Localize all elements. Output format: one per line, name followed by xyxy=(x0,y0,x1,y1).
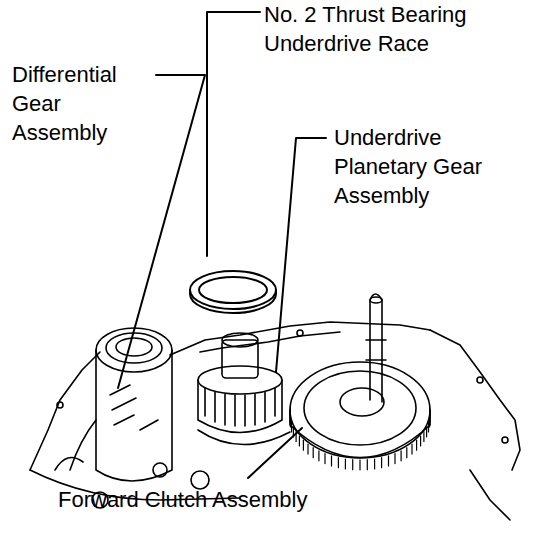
part-label: Differential Gear Assembly xyxy=(12,60,147,147)
gear-tooth xyxy=(331,456,332,466)
part-label-text: Forward Clutch Assembly xyxy=(58,487,307,512)
gear-tooth xyxy=(406,448,407,458)
gear-tooth xyxy=(411,444,412,454)
gear-tooth xyxy=(313,448,314,458)
forward-clutch-assembly xyxy=(290,294,430,470)
gear-tooth xyxy=(416,440,417,450)
gear-tooth xyxy=(428,422,429,432)
gear-tooth xyxy=(293,427,294,437)
thrust-bearing-race xyxy=(190,271,276,313)
part-label: No. 2 Thrust Bearing Underdrive Race xyxy=(264,0,534,58)
gear-tooth xyxy=(429,417,430,427)
gear-tooth xyxy=(318,451,319,461)
gear-tooth xyxy=(374,459,375,469)
transaxle-case xyxy=(30,322,520,520)
underdrive-planetary-gear-assembly xyxy=(198,333,290,445)
gear-tooth xyxy=(423,432,424,442)
gear-tooth xyxy=(420,436,421,446)
part-label: Underdrive Planetary Gear Assembly xyxy=(334,123,504,210)
gear-tooth xyxy=(401,451,402,461)
part-label-text: No. 2 Thrust Bearing Underdrive Race xyxy=(264,2,467,56)
clutch-gear-teeth xyxy=(290,407,430,470)
part-label: Forward Clutch Assembly xyxy=(58,485,458,514)
gear-tooth xyxy=(345,459,346,469)
gear-tooth xyxy=(394,454,395,464)
gear-tooth xyxy=(426,427,427,437)
part-label-text: Underdrive Planetary Gear Assembly xyxy=(334,125,482,208)
gear-tooth xyxy=(359,460,360,470)
differential-gear-assembly xyxy=(70,328,172,481)
gear-tooth xyxy=(381,458,382,468)
gear-tooth xyxy=(299,436,300,446)
gear-tooth xyxy=(296,432,297,442)
gear-tooth xyxy=(303,440,304,450)
gear-tooth xyxy=(291,422,292,432)
gear-tooth xyxy=(290,407,291,417)
gear-tooth xyxy=(429,407,430,417)
gear-tooth xyxy=(324,454,325,464)
gear-tooth xyxy=(307,444,308,454)
gear-tooth xyxy=(388,456,389,466)
gear-tooth xyxy=(338,458,339,468)
gear-tooth xyxy=(352,460,353,470)
gear-tooth xyxy=(367,460,368,470)
part-label-text: Differential Gear Assembly xyxy=(12,62,117,145)
leader-lines xyxy=(118,12,326,478)
